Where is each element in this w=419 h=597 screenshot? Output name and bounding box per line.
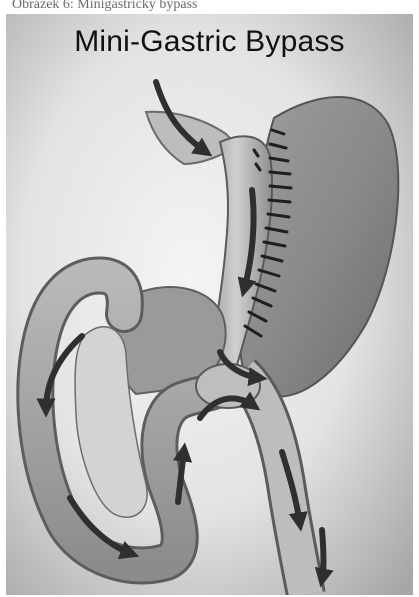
anatomy-drawing <box>6 14 413 595</box>
bypass-illustration: Mini-Gastric Bypass <box>6 14 413 595</box>
figure-title: Mini-Gastric Bypass <box>6 22 413 62</box>
flow-arrow-efferent-lower <box>322 530 324 580</box>
figure-caption: Obrázek 6: Minigastrický bypass <box>12 0 412 15</box>
